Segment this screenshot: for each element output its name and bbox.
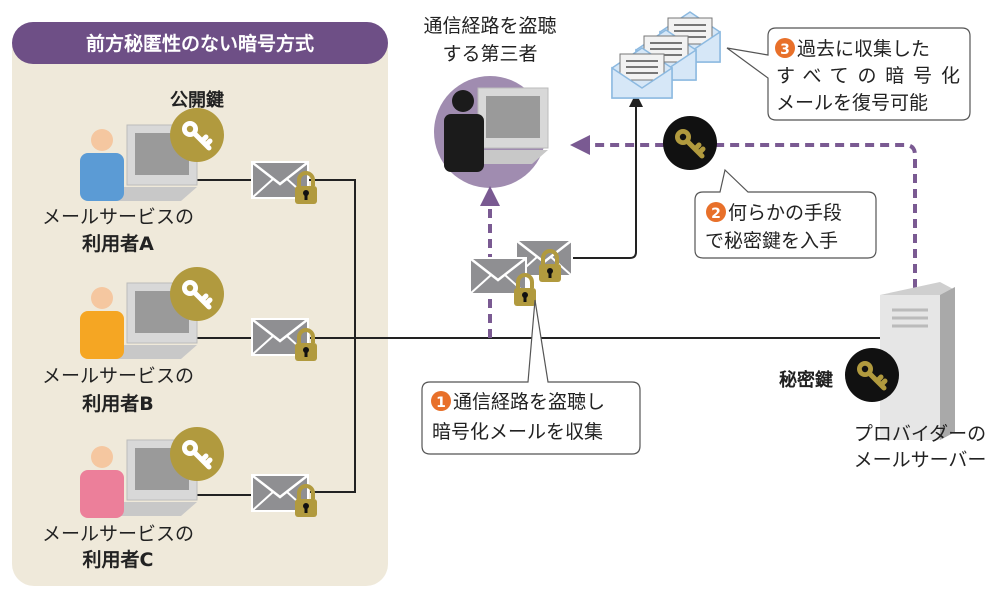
server-label: プロバイダーの bbox=[854, 423, 986, 445]
private-key-label: 秘密鍵 bbox=[779, 369, 833, 391]
server-label: メールサーバー bbox=[854, 449, 987, 471]
user-name: 利用者A bbox=[82, 233, 154, 255]
user-a: メールサービスの 利用者A bbox=[42, 108, 319, 255]
user-name: 利用者C bbox=[83, 549, 154, 571]
step-number: 2 bbox=[711, 206, 721, 222]
callout-text: 何らかの手段 bbox=[728, 202, 842, 224]
person-icon bbox=[80, 153, 124, 201]
opened-mail-icon bbox=[611, 47, 673, 99]
person-head bbox=[91, 129, 113, 151]
person-icon bbox=[80, 470, 124, 518]
eavesdropper-label: する第三者 bbox=[442, 43, 537, 65]
person-head bbox=[91, 287, 113, 309]
callout-2: 2 何らかの手段 で秘密鍵を入手 bbox=[694, 168, 877, 259]
user-label: メールサービスの bbox=[42, 206, 194, 228]
callout-text: 通信経路を盗聴し bbox=[453, 391, 605, 413]
private-key-leak-arrow bbox=[570, 135, 917, 288]
eavesdropper-person-icon bbox=[444, 114, 484, 172]
step-number: 3 bbox=[780, 42, 790, 58]
user-c: メールサービスの 利用者C bbox=[42, 427, 319, 571]
user-connection-lines bbox=[195, 179, 356, 496]
user-name: 利用者B bbox=[82, 393, 153, 415]
callout-1: 1 通信経路を盗聴し 暗号化メールを収集 bbox=[421, 299, 641, 455]
user-label: メールサービスの bbox=[42, 365, 194, 387]
decrypt-arrow bbox=[572, 93, 643, 259]
callout-3: 3 過去に収集した すべての暗号化 メールを復号可能 bbox=[726, 27, 971, 121]
eavesdropper-label: 通信経路を盗聴 bbox=[423, 15, 556, 37]
panel-header bbox=[12, 22, 388, 64]
public-key-label: 公開鍵 bbox=[170, 89, 224, 111]
panel-title: 前方秘匿性のない暗号方式 bbox=[86, 32, 314, 55]
callout-text: で秘密鍵を入手 bbox=[705, 230, 838, 252]
callout-text: メールを復号可能 bbox=[776, 92, 928, 114]
step-number: 1 bbox=[436, 395, 446, 411]
user-label: メールサービスの bbox=[42, 523, 194, 545]
person-head bbox=[91, 446, 113, 468]
user-b: メールサービスの 利用者B bbox=[42, 267, 319, 415]
callout-text: 暗号化メールを収集 bbox=[432, 421, 603, 443]
callout-text: 過去に収集した bbox=[797, 38, 930, 60]
person-icon bbox=[80, 311, 124, 359]
